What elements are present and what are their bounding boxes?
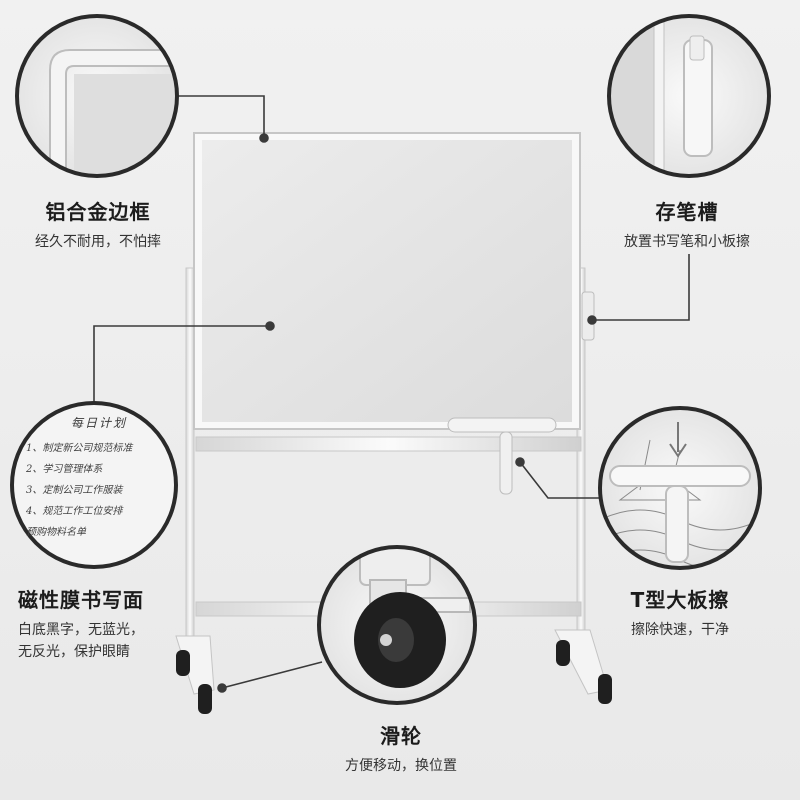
frame-desc: 经久不耐用，不怕摔 <box>35 234 161 250</box>
surface-desc-line: 无反光，保护眼睛 <box>18 644 130 660</box>
surface-title: 磁性膜书写面 <box>18 588 144 612</box>
eraser-feature-label: T型大板擦 擦除快速，干净 <box>600 584 760 641</box>
wheel-detail-circle <box>317 545 477 705</box>
wheel-feature-label: 滑轮 方便移动，换位置 <box>316 720 486 777</box>
plan-item: 预购物料名单 <box>26 527 86 538</box>
eraser-title: T型大板擦 <box>630 588 730 612</box>
frame-feature-label: 铝合金边框 经久不耐用，不怕摔 <box>18 196 178 253</box>
whiteboard <box>193 132 595 495</box>
surface-feature-label: 磁性膜书写面 白底黑字，无蓝光， 无反光，保护眼睛 <box>18 584 198 663</box>
tray-title: 存笔槽 <box>655 200 719 224</box>
frame-detail-circle <box>15 14 179 178</box>
wheel-title: 滑轮 <box>380 724 422 748</box>
daily-plan-sample: 每日计划 1、制定新公司规范标准 2、学习管理体系 3、定制公司工作服装 4、规… <box>14 414 184 538</box>
surface-desc-line: 白底黑字，无蓝光， <box>18 622 144 638</box>
surface-desc: 白底黑字，无蓝光， 无反光，保护眼睛 <box>18 619 198 663</box>
eraser-detail-circle <box>598 406 762 570</box>
frame-title: 铝合金边框 <box>45 200 151 224</box>
plan-item: 4、规范工作工位安排 <box>26 506 123 517</box>
plan-title: 每日计划 <box>70 416 127 430</box>
tray-desc: 放置书写笔和小板擦 <box>624 234 750 250</box>
stand <box>175 267 609 695</box>
surface-detail-circle <box>10 401 178 569</box>
tray-feature-label: 存笔槽 放置书写笔和小板擦 <box>602 196 772 253</box>
eraser-desc: 擦除快速，干净 <box>631 622 729 638</box>
wheel-desc: 方便移动，换位置 <box>345 758 457 774</box>
caster-wheels <box>176 640 612 714</box>
plan-item: 1、制定新公司规范标准 <box>26 443 133 454</box>
plan-item: 2、学习管理体系 <box>26 464 103 475</box>
plan-item: 3、定制公司工作服装 <box>26 485 123 496</box>
tray-detail-circle <box>607 14 771 178</box>
callout-lines <box>93 95 690 693</box>
